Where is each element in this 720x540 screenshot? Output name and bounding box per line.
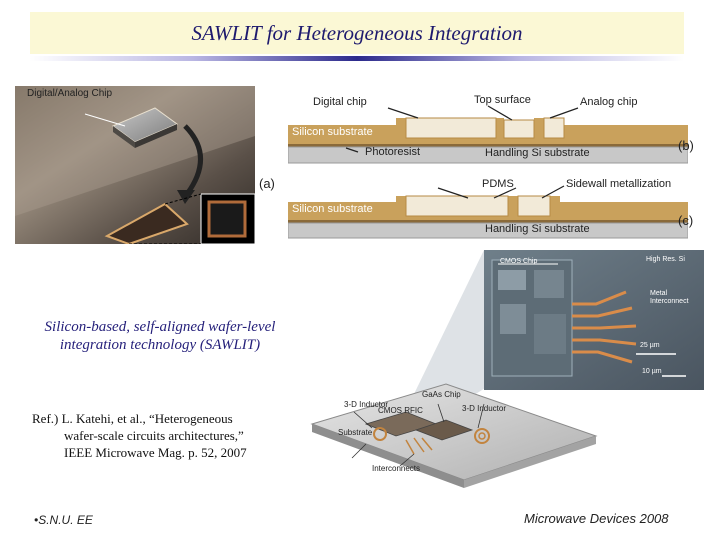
technology-description: Silicon-based, self-aligned wafer-level … [44, 319, 276, 353]
analog-chip-cavity [503, 119, 535, 139]
label-sidewall: Sidewall metallization [566, 178, 672, 190]
metal-interconnect-lines [572, 290, 637, 364]
digital-chip [405, 117, 497, 139]
panel-c-label: (c) [678, 213, 694, 228]
label-handling-c: Handling Si substrate [485, 223, 590, 235]
footer-course: Microwave Devices 2008 [524, 511, 669, 526]
cross-section-c [288, 185, 688, 239]
photoresist-layer [288, 144, 688, 147]
inductor-left [373, 427, 387, 441]
chip-label: Digital/Analog Chip [27, 88, 113, 99]
micrograph-figure [310, 250, 704, 488]
label-cmos-chip: CMOS Chip [500, 258, 538, 265]
label-inductor-right: 3-D Inductor [462, 404, 507, 413]
handling-substrate-c [288, 222, 688, 239]
title-divider [30, 56, 684, 61]
label-pdms: PDMS [482, 178, 514, 190]
inductor-right [474, 428, 490, 444]
label-interconnects: Interconnects [372, 464, 421, 473]
reference-line-1: Ref.) L. Katehi, et al., “Heterogeneous [32, 411, 233, 426]
label-top-surface: Top surface [474, 94, 531, 106]
panel-a-label: (a) [259, 176, 275, 191]
label-silicon-substrate-c: Silicon substrate [292, 203, 373, 215]
handling-substrate-b [288, 146, 688, 164]
label-scale-10um: 10 µm [642, 368, 662, 375]
label-analog-chip: Analog chip [580, 96, 638, 108]
pdms-filled-cavity [405, 195, 509, 217]
label-substrate: Substrate [338, 428, 373, 437]
cross-section-b [288, 105, 688, 164]
title-bar: SAWLIT for Heterogeneous Integration [30, 12, 684, 54]
label-inductor-left: 3-D Inductor [344, 400, 389, 409]
reference-line-3: IEEE Microwave Mag. p. 52, 2007 [64, 445, 247, 460]
label-metal-interconnect: Metal Interconnect [650, 290, 689, 305]
reference-line-2: wafer-scale circuits architectures,” [64, 428, 244, 443]
reference-citation: Ref.) L. Katehi, et al., “Heterogeneous … [32, 410, 282, 461]
label-scale-25um: 25 µm [640, 342, 660, 349]
slide-title: SAWLIT for Heterogeneous Integration [191, 20, 523, 45]
wafer-photo [15, 86, 255, 244]
chip-cavity [104, 202, 189, 244]
label-photoresist: Photoresist [365, 146, 421, 158]
label-digital-chip: Digital chip [313, 96, 367, 108]
gaas-chip [414, 419, 474, 441]
label-high-res-si: High Res. Si [646, 256, 685, 263]
footer-affiliation: •S.N.U. EE [34, 513, 93, 527]
insertion-arrow [183, 124, 203, 196]
panel-b-label: (b) [678, 138, 694, 153]
label-gaas-chip: GaAs Chip [422, 390, 461, 399]
label-silicon-substrate-b: Silicon substrate [292, 126, 373, 138]
label-handling-b: Handling Si substrate [485, 147, 590, 159]
label-cmos-rfic: CMOS RFIC [378, 406, 423, 415]
